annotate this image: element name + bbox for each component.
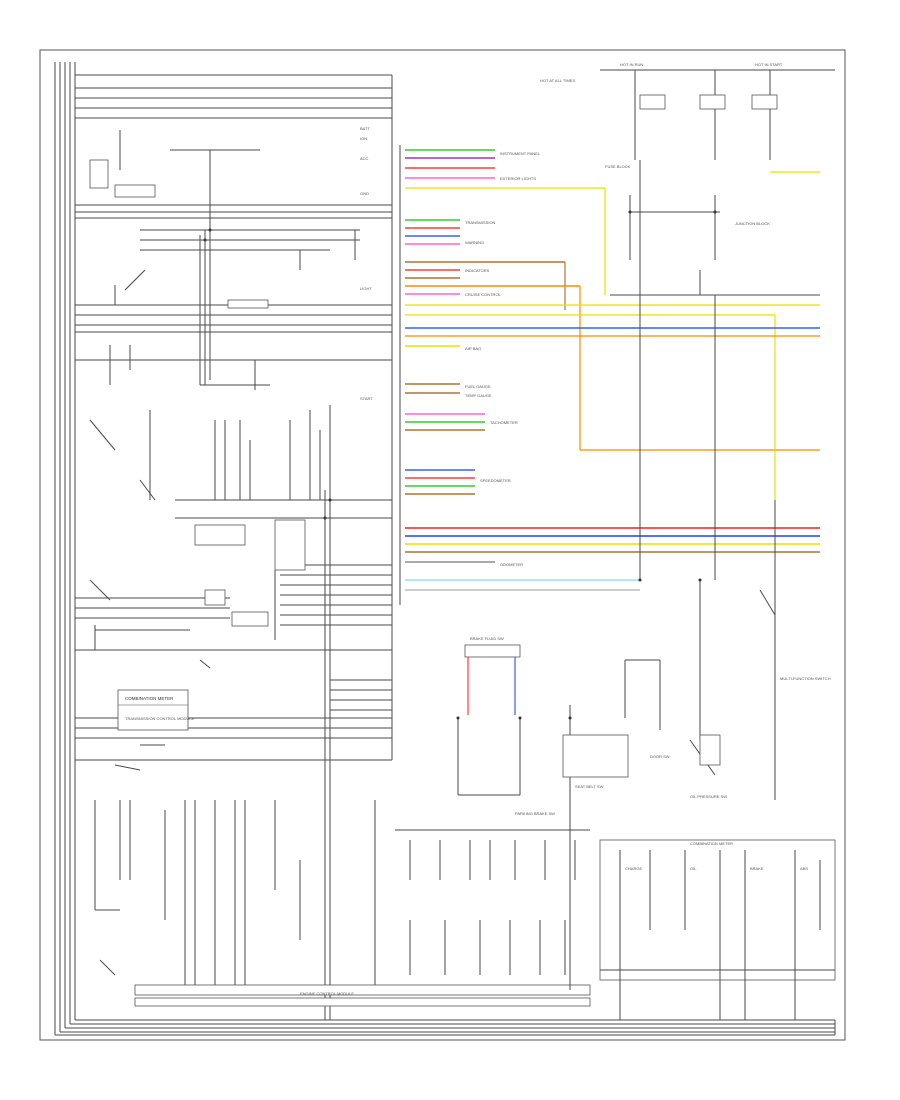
center-wire-label-group: INSTRUMENT PANEL EXTERIOR LIGHTS TRANSMI… [465, 151, 541, 567]
switch-label: BRAKE FLUID SW [470, 636, 504, 641]
fuse-label: HOT AT ALL TIMES [540, 78, 575, 83]
top-right-label-group: HOT AT ALL TIMES HOT IN RUN HOT IN START… [540, 62, 831, 681]
left-terminal-label-group: BATT IGN ACC GND LIGHT START [360, 126, 373, 401]
left-bus-lines [54, 62, 76, 1035]
wire-label: FUEL GAUGE [465, 384, 491, 389]
colored-wires [405, 149, 820, 591]
bottom-right-label-group: COMBINATION METER CHARGE OIL BRAKE ABS [625, 841, 808, 871]
bottom-bus-lines [55, 1019, 836, 1036]
wire-label: SPEEDOMETER [480, 478, 511, 483]
bottom-right-meter [599, 589, 836, 1020]
left-components [89, 130, 591, 1020]
switch-label: PARKING BRAKE SW [515, 811, 555, 816]
meter-label: COMBINATION METER [690, 841, 733, 846]
module-label-group: COMBINATION METER TRANSMISSION CONTROL M… [125, 696, 354, 996]
fuse-label: JUNCTION BLOCK [735, 221, 770, 226]
module-label: COMBINATION METER [125, 696, 174, 701]
meter-label: OIL [690, 866, 697, 871]
switch-label: OIL PRESSURE SW [690, 794, 727, 799]
fuse-label: MULTI-FUNCTION SWITCH [780, 676, 831, 681]
wire-label: ODOMETER [500, 562, 523, 567]
terminal-label: START [360, 396, 373, 401]
left-horizontal-wires [75, 74, 392, 761]
module-label: ENGINE CONTROL MODULE [300, 991, 354, 996]
meter-label: BRAKE [750, 866, 764, 871]
wire-label: WARNING [465, 240, 484, 245]
fuse-label: FUSE BLOCK [605, 164, 631, 169]
center-connector [391, 75, 401, 760]
diagram-frame [39, 49, 846, 1041]
top-right-fuses [600, 69, 835, 800]
bottom-center-label-group: BRAKE FLUID SW PARKING BRAKE SW SEAT BEL… [470, 636, 727, 816]
wire-label: TACHOMETER [490, 420, 518, 425]
wire-label: CRUISE CONTROL [465, 292, 502, 297]
meter-label: CHARGE [625, 866, 642, 871]
wire-label: TRANSMISSION [465, 220, 496, 225]
terminal-label: ACC [360, 156, 369, 161]
terminal-label: LIGHT [360, 286, 372, 291]
module-label: TRANSMISSION CONTROL MODULE [125, 716, 195, 721]
fuse-label: HOT IN START [755, 62, 783, 67]
switch-label: SEAT BELT SW [575, 784, 604, 789]
bottom-center-switches [395, 644, 661, 990]
meter-label: ABS [800, 866, 808, 871]
wire-label: EXTERIOR LIGHTS [500, 176, 536, 181]
junction-dots [203, 210, 717, 720]
terminal-label: GND [360, 191, 369, 196]
terminal-label: IGN [360, 136, 367, 141]
wire-label: INSTRUMENT PANEL [500, 151, 541, 156]
wire-label: AIR BAG [465, 346, 481, 351]
wire-label: INDICATORS [465, 268, 490, 273]
terminal-label: BATT [360, 126, 370, 131]
fuse-label: HOT IN RUN [620, 62, 643, 67]
wire-label: TEMP GAUGE [465, 393, 492, 398]
switch-label: DOOR SW [650, 754, 670, 759]
